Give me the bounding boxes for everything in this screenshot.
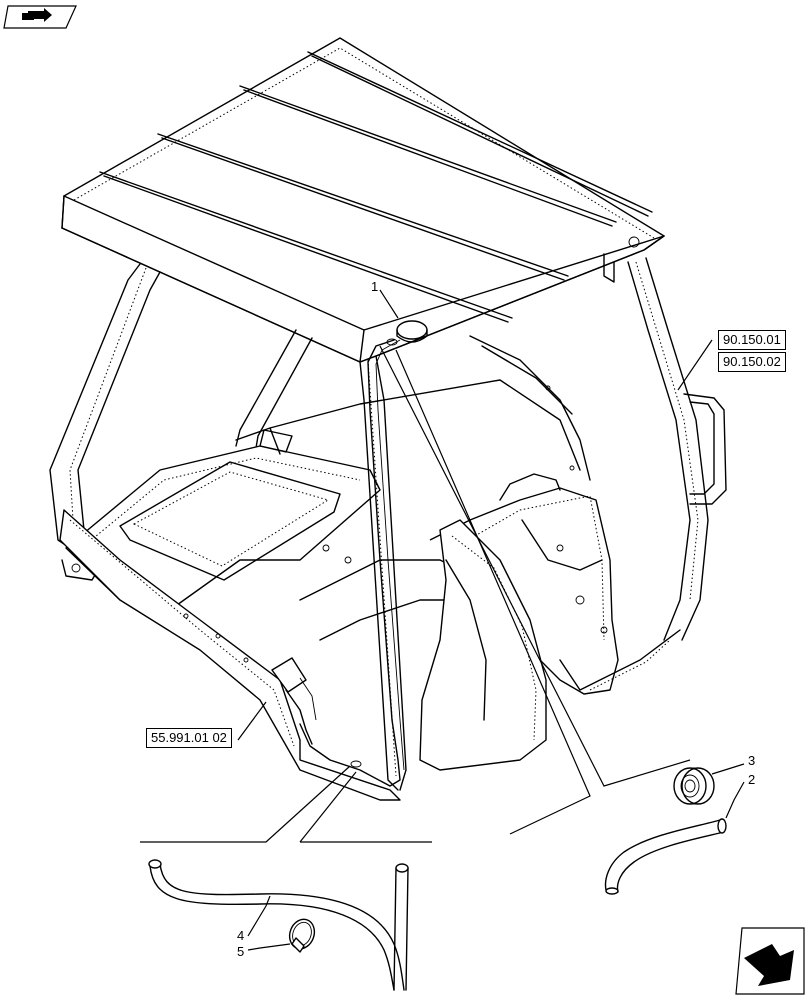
- reference-box-55-991-01-02[interactable]: 55.991.01 02: [146, 728, 232, 748]
- book-page-arrow-icon[interactable]: [3, 5, 77, 29]
- callout-1: 1: [371, 279, 379, 294]
- grommet-part: [673, 767, 715, 805]
- cab-frame: [49, 257, 727, 801]
- reference-box-90-150-01[interactable]: 90.150.01: [718, 330, 786, 350]
- long-hose-part: [148, 859, 409, 991]
- short-hose-part: [604, 818, 727, 895]
- callout-2: 2: [748, 772, 756, 787]
- roof-plug: [386, 320, 428, 346]
- callout-3: 3: [748, 753, 756, 768]
- callout-5: 5: [237, 944, 245, 959]
- hose-clamp-part: [288, 918, 316, 953]
- callout-leaders: [247, 289, 745, 951]
- leader-lines: [140, 339, 713, 843]
- callout-4: 4: [237, 928, 245, 943]
- connector-box: [271, 657, 362, 768]
- cab-roof: [61, 37, 665, 363]
- next-page-arrow-icon[interactable]: [735, 927, 805, 995]
- reference-box-90-150-02[interactable]: 90.150.02: [718, 352, 786, 372]
